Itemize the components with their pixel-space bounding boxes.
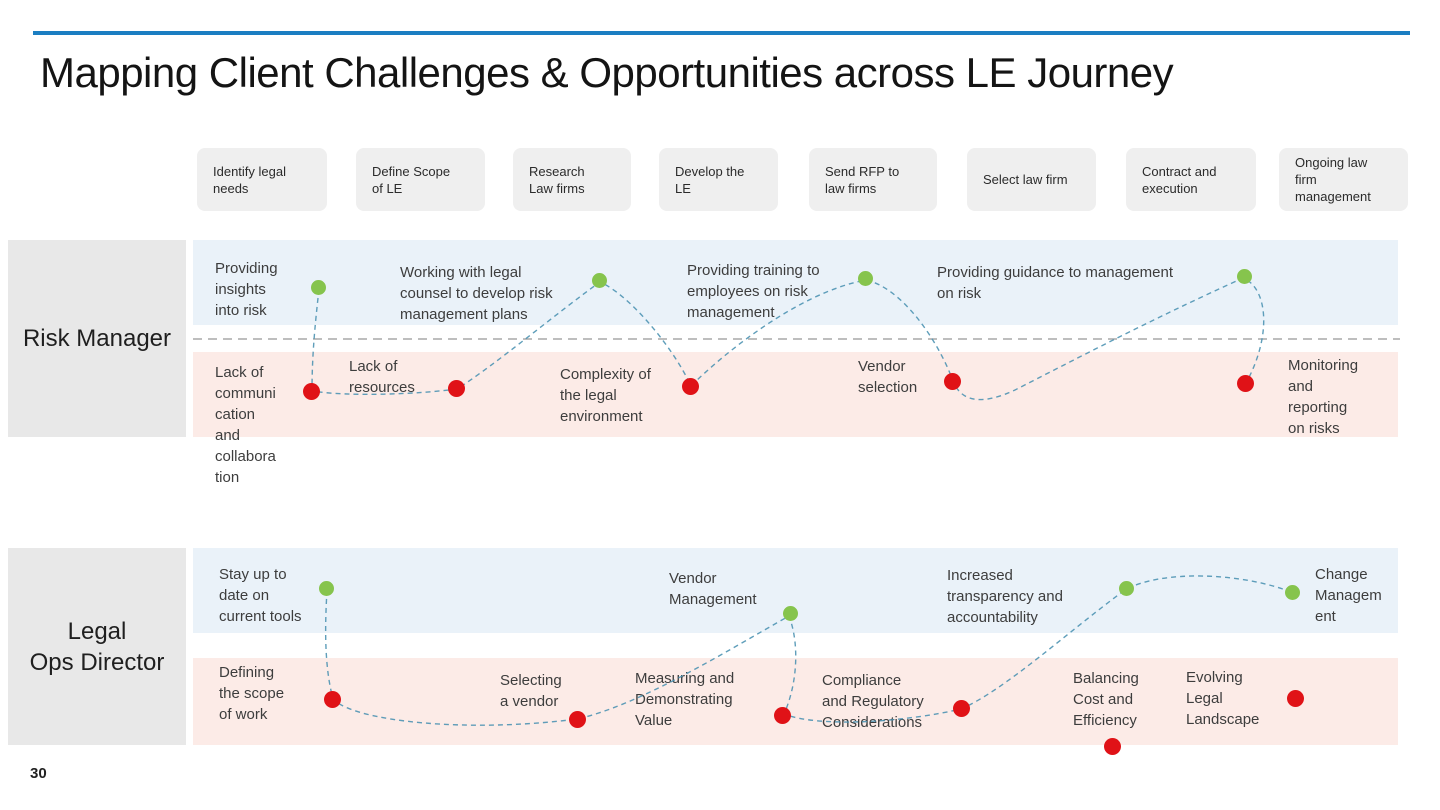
challenge-dot [953,700,970,717]
stage-box-send-rfp: Send RFP to law firms [809,148,937,211]
opportunity-dot [858,271,873,286]
challenge-note: Compliance and Regulatory Considerations [822,672,924,731]
challenge-note: Monitoring and reporting on risks [1288,357,1359,437]
page-number: 30 [30,765,47,782]
challenge-note: Balancing Cost and Efficiency [1073,670,1139,729]
challenge-dot [682,378,699,395]
challenge-dot [1104,738,1121,755]
challenge-dot [569,711,586,728]
stage-box-identify-legal-needs: Identify legal needs [197,148,327,211]
stage-box-define-scope: Define Scope of LE [356,148,485,211]
lane-label-risk-manager: Risk Manager [8,240,186,437]
opportunity-note: Stay up to date on current tools [219,566,302,625]
stage-box-develop-le: Develop the LE [659,148,778,211]
opportunity-note: Increased transparency and accountabilit… [947,567,1063,626]
lane-label-legal-ops-director: Legal Ops Director [8,548,186,745]
opportunity-dot [592,273,607,288]
opportunity-dot [311,280,326,295]
opportunity-band-legal-ops [193,548,1398,633]
opportunity-note: Providing insights into risk [215,260,278,319]
challenge-note: Selecting a vendor [500,672,562,710]
challenge-dot [324,691,341,708]
top-accent-rule [33,31,1410,35]
challenge-dot [1237,375,1254,392]
challenge-note: Measuring and Demonstrating Value [635,670,735,729]
opportunity-dot [1285,585,1300,600]
stage-box-research-law-firms: Research Law firms [513,148,631,211]
opportunity-note: Providing guidance to management on risk [937,264,1173,302]
challenge-dot [303,383,320,400]
opportunity-dot [1119,581,1134,596]
opportunity-note: Providing training to employees on risk … [687,262,820,321]
opportunity-dot [319,581,334,596]
challenge-note: Lack of communi cation and collabora tio… [215,364,276,486]
slide-title: Mapping Client Challenges & Opportunitie… [40,49,1174,96]
challenge-note: Defining the scope of work [219,664,285,723]
opportunity-dot [1237,269,1252,284]
stage-box-select-law-firm: Select law firm [967,148,1096,211]
challenge-note: Evolving Legal Landscape [1186,669,1260,728]
challenge-dot [1287,690,1304,707]
opportunity-note: Vendor Management [669,570,757,608]
stage-box-contract-execution: Contract and execution [1126,148,1256,211]
opportunity-dot [783,606,798,621]
challenge-dot [774,707,791,724]
opportunity-note: Working with legal counsel to develop ri… [400,264,553,323]
opportunity-note: Change Managem ent [1315,566,1382,625]
challenge-dot [448,380,465,397]
challenge-dot [944,373,961,390]
stage-box-ongoing-management: Ongoing law firm management [1279,148,1408,211]
challenge-note: Complexity of the legal environment [560,366,651,425]
